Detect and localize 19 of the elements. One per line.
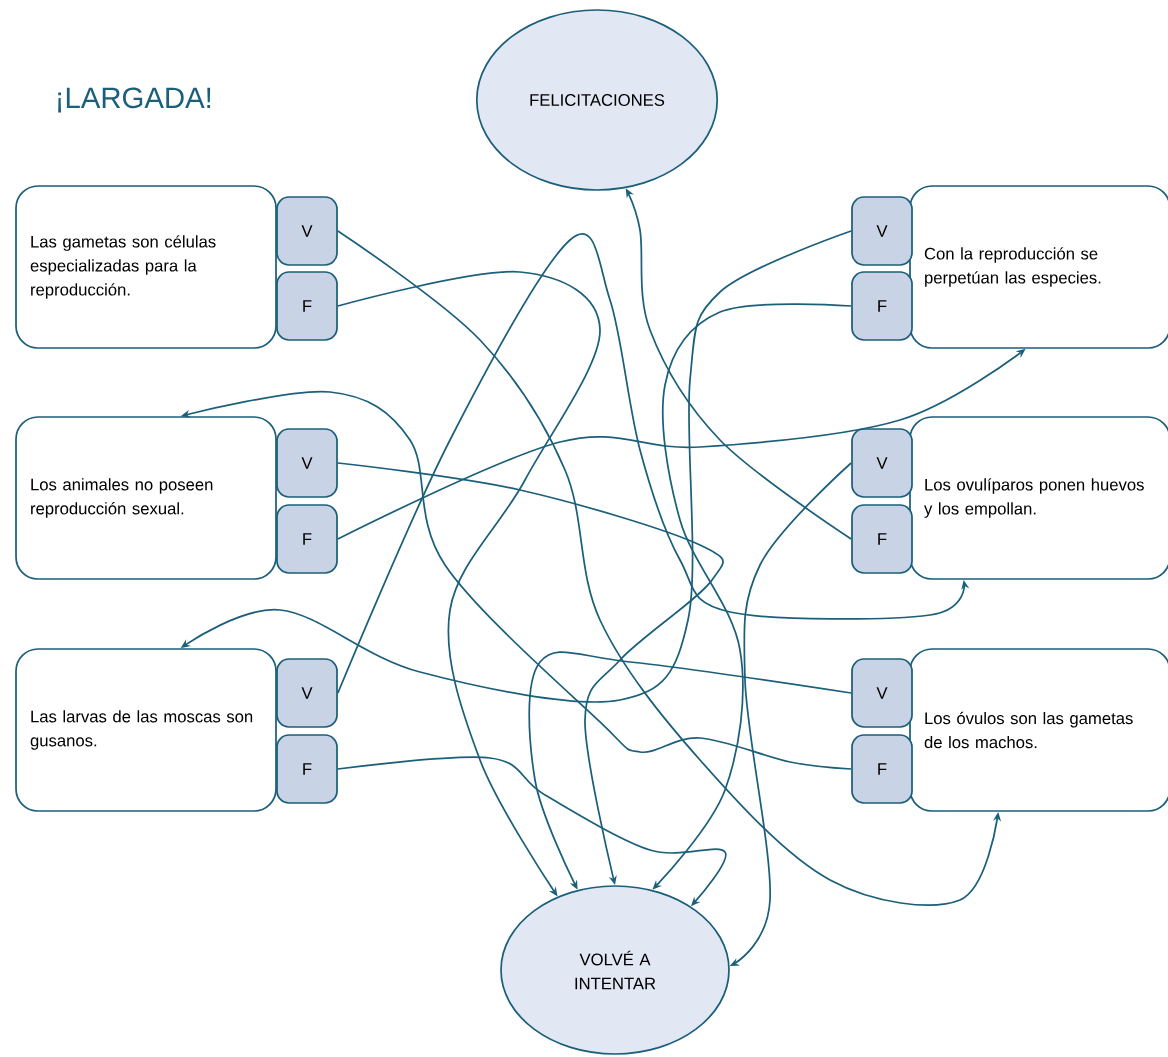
- title: ¡LARGADA!: [58, 87, 211, 113]
- option-box: V: [851, 658, 913, 728]
- option-box: V: [851, 196, 913, 266]
- statement-box: Con la reproducción se perpetúan las especies.: [909, 185, 1168, 349]
- statement-box: Los óvulos son las gametas de los machos.: [909, 648, 1168, 812]
- option-box: V: [276, 658, 338, 728]
- option-box: F: [851, 504, 913, 574]
- option-box: V: [851, 428, 913, 498]
- statement-box: Las larvas de las moscas son gusanos.: [15, 648, 277, 812]
- option-box: V: [276, 428, 338, 498]
- statement-box: Los animales no poseen reproducción sexual.: [15, 416, 277, 580]
- option-box: F: [851, 734, 913, 804]
- option-box: F: [276, 271, 338, 341]
- statement-box: Los ovulíparos ponen huevos y los empollan.: [909, 416, 1168, 580]
- statement-box: Las gametas son células especializadas para la reproducción.: [15, 185, 277, 349]
- option-box: F: [851, 271, 913, 341]
- option-box: F: [276, 504, 338, 574]
- option-box: F: [276, 734, 338, 804]
- option-box: V: [276, 196, 338, 266]
